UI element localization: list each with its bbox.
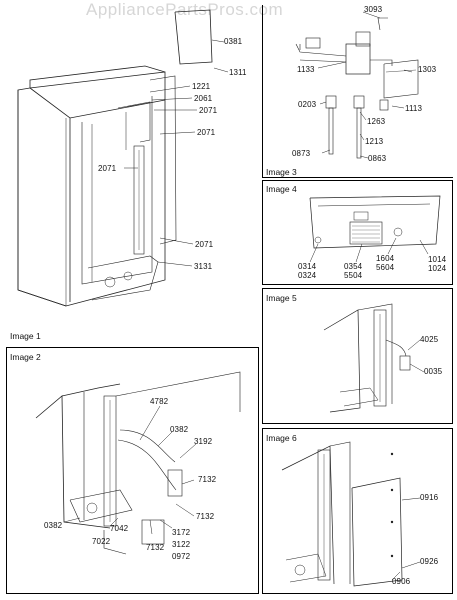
callout-5504: 5504 xyxy=(344,271,363,280)
callout-2071-b: 2071 xyxy=(197,128,216,137)
image6-label: Image 6 xyxy=(266,433,297,443)
callout-0203: 0203 xyxy=(298,100,317,109)
callout-0381: 0381 xyxy=(224,37,243,46)
callout-0382-a: 0382 xyxy=(170,425,189,434)
image4-label: Image 4 xyxy=(266,184,297,194)
image2-cabinet xyxy=(35,371,241,555)
callout-3172: 3172 xyxy=(172,528,191,537)
callout-1303: 1303 xyxy=(418,65,437,74)
callout-3192: 3192 xyxy=(194,437,213,446)
image2-label: Image 2 xyxy=(10,352,41,362)
image5-cabinet xyxy=(323,303,411,413)
callout-1024: 1024 xyxy=(428,264,447,273)
image6-cabinet xyxy=(281,441,403,587)
callout-1014: 1014 xyxy=(428,255,447,264)
image3-frame xyxy=(262,5,453,178)
callout-7042: 7042 xyxy=(110,524,129,533)
callout-0972: 0972 xyxy=(172,552,191,561)
image4-machinery xyxy=(309,195,441,249)
callout-1133: 1133 xyxy=(297,65,315,74)
callout-3093: 3093 xyxy=(364,5,383,14)
image5-leaders xyxy=(407,339,425,373)
callout-2071-a: 2071 xyxy=(199,106,218,115)
callout-0926: 0926 xyxy=(420,557,439,566)
callout-7132-a: 7132 xyxy=(198,475,217,484)
callout-0916: 0916 xyxy=(420,493,439,502)
callout-0863: 0863 xyxy=(368,154,387,163)
image2-frame xyxy=(6,347,259,594)
image3-label: Image 3 xyxy=(266,167,297,177)
callout-5604: 5604 xyxy=(376,263,395,272)
callout-0314: 0314 xyxy=(298,262,317,271)
callout-1311: 1311 xyxy=(229,68,247,77)
image1-label: Image 1 xyxy=(10,331,41,341)
image2-leaders xyxy=(63,405,197,535)
image6-frame xyxy=(262,428,453,594)
image5-label: Image 5 xyxy=(266,293,297,303)
callout-3131: 3131 xyxy=(194,262,213,271)
callout-7132-b: 7132 xyxy=(196,512,215,521)
image4-leaders xyxy=(309,237,429,263)
image1-cabinet xyxy=(17,9,213,307)
callout-2071-d: 2071 xyxy=(195,240,214,249)
callout-0873: 0873 xyxy=(292,149,311,158)
image4-frame xyxy=(262,180,453,285)
callout-4782: 4782 xyxy=(150,397,169,406)
callout-0035: 0035 xyxy=(424,367,443,376)
watermark: AppliancePartsPros.com xyxy=(86,0,284,19)
callout-7132-c: 7132 xyxy=(146,543,165,552)
callout-0382-b: 0382 xyxy=(44,521,63,530)
callout-7022: 7022 xyxy=(92,537,111,546)
callout-1263: 1263 xyxy=(367,117,386,126)
image5-frame xyxy=(262,288,453,424)
callout-0906: 0906 xyxy=(392,577,411,586)
callout-1604: 1604 xyxy=(376,254,395,263)
callout-1221: 1221 xyxy=(192,82,211,91)
image6-leaders xyxy=(391,497,421,581)
callout-0354: 0354 xyxy=(344,262,363,271)
image3-leaders xyxy=(317,11,413,159)
callout-2071-c: 2071 xyxy=(98,164,117,173)
callout-2061: 2061 xyxy=(194,94,213,103)
callout-0324: 0324 xyxy=(298,271,317,280)
callout-4025: 4025 xyxy=(420,335,439,344)
image1-leaders xyxy=(124,39,229,267)
callout-3122: 3122 xyxy=(172,540,191,549)
image3-valve xyxy=(295,17,419,159)
callout-1113: 1113 xyxy=(405,104,423,113)
callout-1213: 1213 xyxy=(365,137,384,146)
